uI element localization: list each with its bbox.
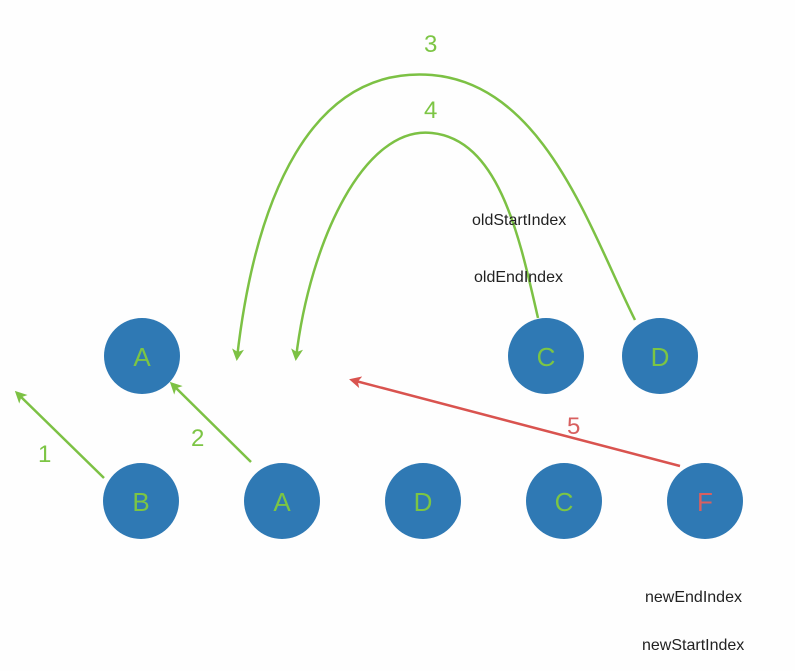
step-label-2: 2 [191,425,204,452]
old-node-d: D [622,318,698,394]
new-node-c: C [526,463,602,539]
arrow-step-1 [14,390,105,479]
old-node-c: C [508,318,584,394]
step-label-4: 4 [424,97,437,124]
step-label-1: 1 [38,441,51,468]
new-node-a: A [244,463,320,539]
new-node-c-label: C [555,487,574,517]
step-label-5: 5 [567,413,580,440]
arrow-step-5 [349,376,681,468]
old-start-index-label: oldStartIndex [472,212,567,229]
new-node-b-label: B [132,487,149,517]
new-node-b: B [103,463,179,539]
old-end-index-label: oldEndIndex [474,269,563,286]
new-node-f: F [667,463,743,539]
new-node-f-label: F [697,487,713,517]
arrow-step-3 [232,73,637,361]
new-end-index-label: newEndIndex [645,589,742,606]
new-start-index-label: newStartIndex [642,637,745,654]
old-node-a-label: A [133,342,151,372]
arrow-step-4 [291,131,540,361]
new-node-a-label: A [273,487,291,517]
new-node-d-label: D [414,487,433,517]
step-label-3: 3 [424,31,437,58]
old-node-a: A [104,318,180,394]
arrow-step-2 [169,381,252,463]
old-node-c-label: C [537,342,556,372]
new-node-d: D [385,463,461,539]
old-node-d-label: D [651,342,670,372]
